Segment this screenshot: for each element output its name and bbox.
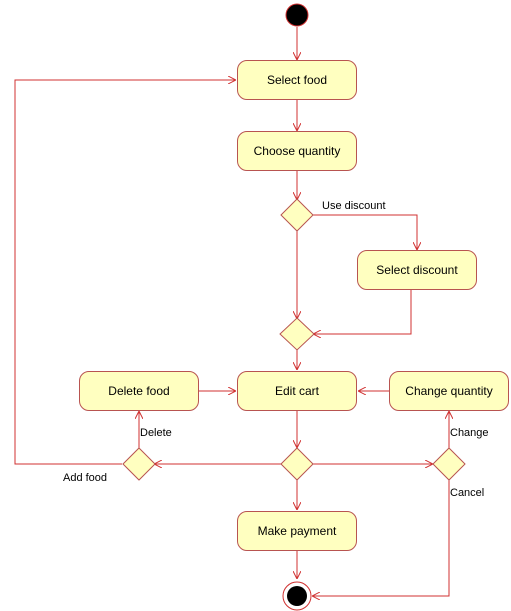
edge-use-discount <box>313 214 417 249</box>
edge-cancel <box>313 480 450 596</box>
action-make-payment: Make payment <box>237 511 357 551</box>
action-choose-quantity: Choose quantity <box>237 131 357 171</box>
action-edit-cart: Edit cart <box>237 371 357 411</box>
label-add-food: Add food <box>63 472 108 485</box>
initial-node <box>285 3 309 27</box>
edge-add-food <box>14 80 235 465</box>
label-cancel: Cancel <box>450 487 485 500</box>
label-delete: Delete <box>140 427 172 440</box>
cart-decision-node <box>280 447 314 481</box>
change-cancel-decision-node <box>432 447 466 481</box>
action-select-food: Select food <box>237 60 357 100</box>
discount-merge-node <box>279 317 315 351</box>
action-change-quantity: Change quantity <box>389 371 509 411</box>
final-node-inner <box>287 586 307 606</box>
edge-select-discount-to-merge <box>314 290 412 334</box>
label-change: Change <box>450 427 489 440</box>
add-delete-decision-node <box>122 447 156 481</box>
discount-decision-node <box>280 198 314 232</box>
label-use-discount: Use discount <box>322 200 386 213</box>
action-delete-food: Delete food <box>79 371 199 411</box>
action-select-discount: Select discount <box>357 250 477 290</box>
